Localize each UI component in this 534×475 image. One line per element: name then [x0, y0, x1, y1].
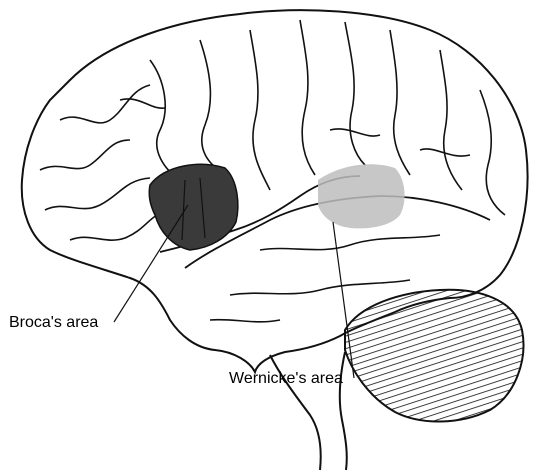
- broca-area: [149, 164, 238, 250]
- wernicke-area: [318, 164, 405, 228]
- wernicke-label: Wernicke's area: [229, 370, 343, 388]
- broca-leader-line: [114, 205, 188, 322]
- gyri-lines: [40, 20, 505, 322]
- cerebellum: [345, 290, 523, 422]
- broca-label: Broca's area: [9, 314, 98, 332]
